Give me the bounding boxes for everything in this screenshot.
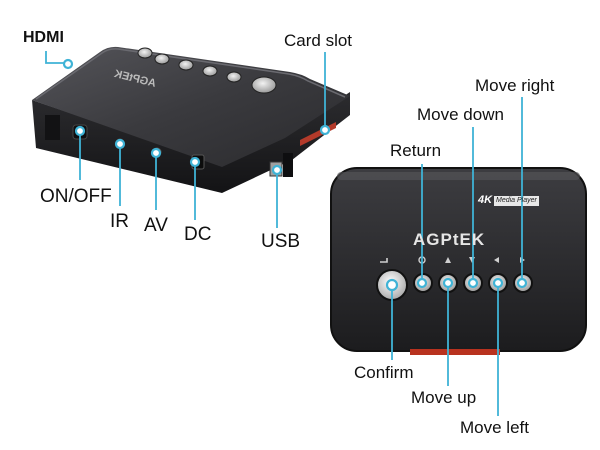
label-move-down: Move down: [417, 105, 504, 124]
callout-lines: [45, 51, 523, 416]
label-hdmi: HDMI: [23, 29, 64, 46]
callout-dots: [62, 58, 528, 292]
label-move-up: Move up: [411, 388, 477, 407]
badge-media-player: Media Player: [496, 197, 537, 204]
label-move-right: Move right: [475, 76, 555, 95]
label-ir: IR: [110, 211, 129, 232]
brand-logo: AGPtEK: [413, 230, 486, 249]
label-move-left: Move left: [460, 418, 529, 437]
label-usb: USB: [261, 231, 301, 252]
top-buttons: [137, 47, 277, 94]
badge-4k: 4K: [478, 194, 493, 206]
label-on-off: ON/OFF: [40, 186, 112, 207]
label-av: AV: [144, 215, 168, 236]
front-device: [330, 167, 587, 355]
label-return: Return: [390, 141, 442, 160]
label-confirm: Confirm: [354, 363, 414, 382]
label-card-slot: Card slot: [284, 31, 353, 50]
label-dc: DC: [184, 224, 212, 245]
